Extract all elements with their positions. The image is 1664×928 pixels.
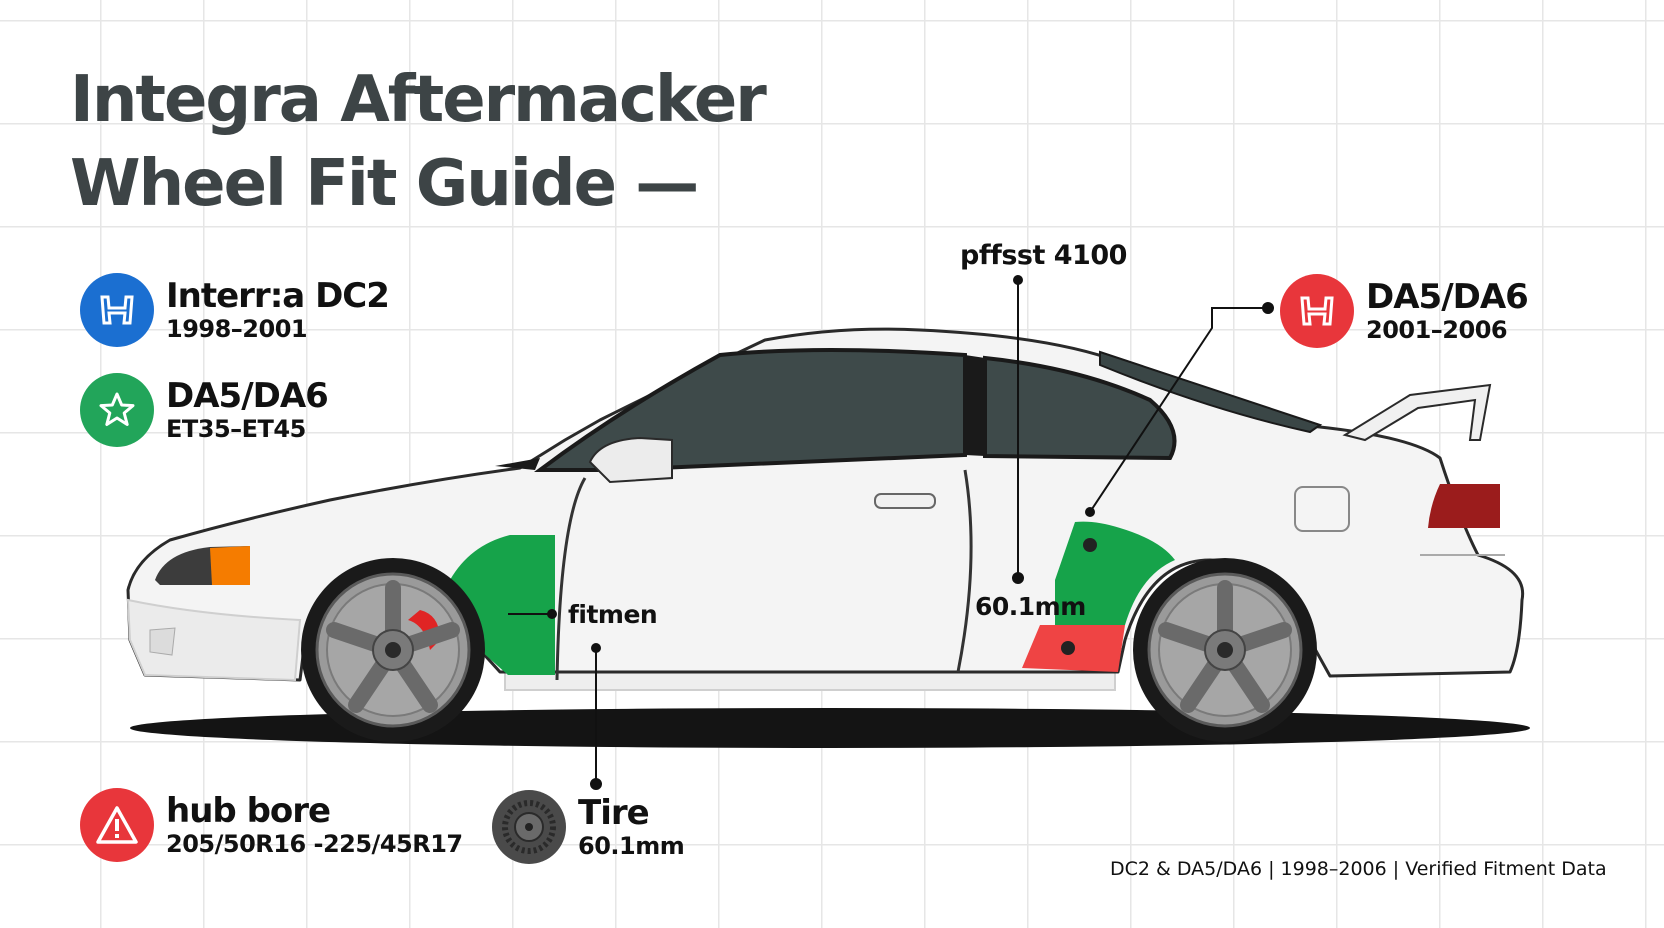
headlight-amber [210,546,250,585]
da5-leader [1089,307,1268,513]
b-pillar [965,355,985,456]
legend-subtitle: 205/50R16 -225/45R17 [166,830,463,858]
leader-dot [1013,275,1023,285]
page-title: Integra Aftermacker Wheel Fit Guide — [70,58,767,226]
door-seam [555,477,587,681]
legend-title: Interr:a DC2 [166,276,390,316]
side-mirror [588,436,673,484]
legend-title: Tire [578,793,650,833]
fuel-door [1294,486,1350,532]
legend-title: DA5/DA6 [166,376,329,416]
legend-subtitle: 2001–2006 [1366,316,1508,344]
leader-dot [590,778,602,790]
rear-spoiler [1342,383,1492,442]
front-fog-light [149,627,176,656]
wiper [495,458,540,470]
legend-item-da5: DA5/DA6 ET35–ET45 [80,373,329,447]
tire-icon [492,790,566,864]
leader-dot [547,609,557,619]
leader-dot [591,643,601,653]
legend-title: DA5/DA6 [1366,277,1529,317]
leader-dot [1012,572,1024,584]
legend-item-hub-bore: hub bore 205/50R16 -225/45R17 [80,788,463,862]
legend-item-dc2: Interr:a DC2 1998–2001 [80,273,390,347]
legend-item-da5-right: DA5/DA6 2001–2006 [1280,274,1529,348]
star-icon [80,373,154,447]
leader-dot [1085,507,1095,517]
title-line-2: Wheel Fit Guide — [70,147,699,221]
legend-subtitle: 1998–2001 [166,315,308,343]
rear-wheel [1133,558,1317,742]
fitment-label: fitmen [568,600,658,629]
taillight [1428,484,1500,528]
front-bumper [126,598,302,682]
legend-item-tire: Tire 60.1mm [492,790,685,864]
honda-logo-icon [80,273,154,347]
annotation-lines [508,275,1274,790]
door-handle [874,493,936,509]
bolt-marker [1061,641,1075,655]
legend-title: hub bore [166,791,331,831]
bolt-marker [1083,538,1097,552]
offset-label: pffsst 4100 [960,240,1127,271]
front-wheel [301,558,485,742]
legend-subtitle: 60.1mm [578,832,685,860]
leader-dot [1262,302,1274,314]
legend-subtitle: ET35–ET45 [166,415,306,443]
door-seam [956,469,973,673]
title-line-1: Integra Aftermacker [70,63,767,137]
honda-logo-icon [1280,274,1354,348]
warning-icon [80,788,154,862]
measurement-label: 60.1mm [975,592,1086,621]
window-rear [983,355,1177,461]
footer-caption: DC2 & DA5/DA6 | 1998–2006 | Verified Fit… [1110,858,1607,880]
